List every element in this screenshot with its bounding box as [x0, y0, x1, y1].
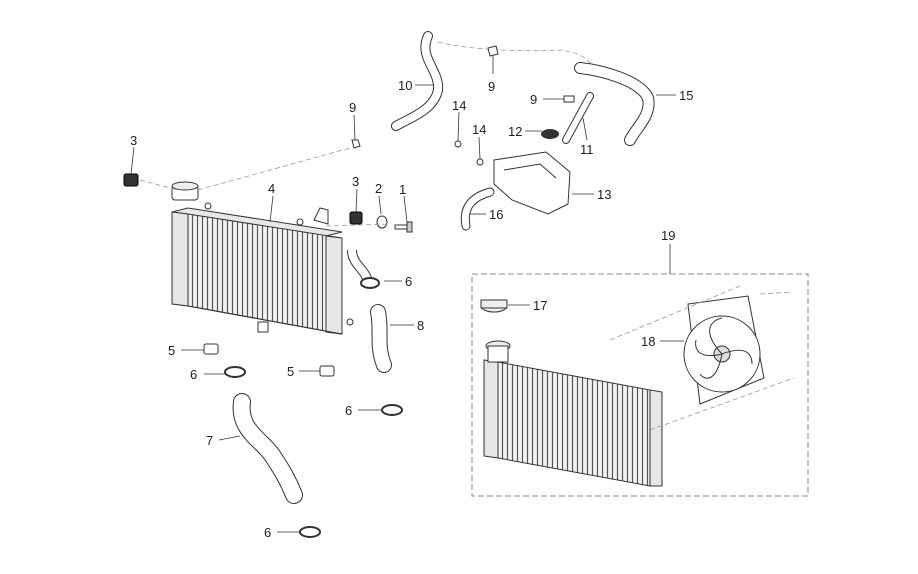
washer [376, 215, 388, 229]
callout-16: 16 [489, 207, 503, 222]
hose-clip-9b [487, 45, 499, 57]
callout-19: 19 [661, 228, 675, 243]
callout-10: 10 [398, 78, 412, 93]
hose-clip-9c [563, 95, 575, 103]
callouts: 1 2 3 3 4 5 5 6 6 6 6 7 8 9 9 9 10 [130, 56, 693, 540]
grommet-3a [123, 173, 139, 187]
bushing-5b [319, 365, 335, 377]
hose-10 [391, 31, 444, 131]
callout-17: 17 [533, 298, 547, 313]
radiator-assembly-19 [483, 340, 663, 487]
callout-6a: 6 [405, 274, 412, 289]
hose-8 [370, 304, 392, 373]
callout-3a: 3 [130, 133, 137, 148]
hose-15 [574, 62, 655, 146]
callout-9b: 9 [488, 79, 495, 94]
callout-13: 13 [597, 187, 611, 202]
callout-7: 7 [206, 433, 213, 448]
bolt [394, 221, 413, 233]
filler-neck-cap [171, 181, 199, 201]
screw-14a [454, 140, 462, 148]
callout-14b: 14 [472, 122, 486, 137]
reservoir-cap [541, 129, 559, 139]
callout-6c: 6 [345, 403, 352, 418]
grommet-3b [349, 211, 363, 225]
hose-clip-9a [351, 139, 361, 149]
hose-7 [232, 393, 303, 504]
radiator-cap-17 [480, 299, 508, 313]
callout-15: 15 [679, 88, 693, 103]
callout-11: 11 [580, 142, 594, 157]
radiator [171, 202, 354, 335]
callout-18: 18 [641, 334, 655, 349]
callout-3b: 3 [352, 174, 359, 189]
hose-clamp-6d [299, 526, 321, 538]
callout-12: 12 [508, 124, 522, 139]
radiator-outlet-pipe [347, 249, 373, 284]
callout-9c: 9 [530, 92, 537, 107]
callout-5a: 5 [168, 343, 175, 358]
hose-clamp-6a [360, 277, 380, 289]
assembly-19-box [471, 273, 809, 497]
callout-9a: 9 [349, 100, 356, 115]
callout-6b: 6 [190, 367, 197, 382]
callout-2: 2 [375, 181, 382, 196]
hose-16 [460, 187, 495, 231]
hose-clamp-6b [224, 366, 246, 378]
reservoir-tank [493, 151, 571, 215]
callout-4: 4 [268, 181, 275, 196]
bushing-5a [203, 343, 219, 355]
reservoir-filler-pipe [562, 92, 594, 144]
callout-8: 8 [417, 318, 424, 333]
callout-14a: 14 [452, 98, 466, 113]
callout-1: 1 [399, 182, 406, 197]
callout-5b: 5 [287, 364, 294, 379]
hose-clamp-6c [381, 404, 403, 416]
cooling-fan-18 [683, 295, 765, 405]
screw-14b [476, 158, 484, 166]
callout-6d: 6 [264, 525, 271, 540]
